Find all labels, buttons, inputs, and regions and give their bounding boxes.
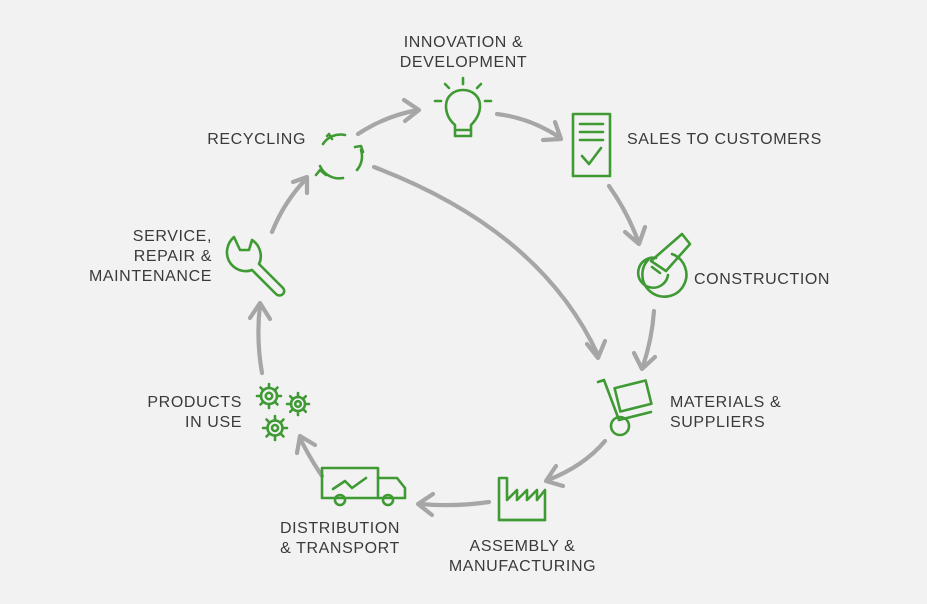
label-sales: SALES TO CUSTOMERS xyxy=(627,130,822,150)
label-materials-line2: SUPPLIERS xyxy=(670,414,766,431)
label-service-line2: REPAIR & xyxy=(133,248,212,265)
cycle-arrows xyxy=(247,97,658,518)
lightbulb-icon xyxy=(433,76,493,138)
pie-chart-pencil-icon xyxy=(636,232,692,298)
label-service-line3: MAINTENANCE xyxy=(88,268,212,285)
label-products-line1: PRODUCTS xyxy=(147,394,242,411)
factory-icon xyxy=(497,476,547,522)
arrow-assembly-to-distribution xyxy=(415,491,492,518)
hand-truck-icon xyxy=(596,378,653,437)
label-distribution-line2: & TRANSPORT xyxy=(280,540,400,557)
label-products: PRODUCTS IN USE xyxy=(120,393,242,433)
label-construction: CONSTRUCTION xyxy=(694,270,830,290)
gears-icon xyxy=(255,382,311,442)
label-construction-line1: CONSTRUCTION xyxy=(694,271,831,288)
label-recycling: RECYCLING xyxy=(180,130,306,150)
arrow-recycling-to-materials xyxy=(371,164,608,361)
label-materials: MATERIALS & SUPPLIERS xyxy=(670,393,781,433)
label-service-line1: SERVICE, xyxy=(132,228,212,245)
label-products-line2: IN USE xyxy=(185,414,242,431)
arrow-materials-to-assembly xyxy=(543,438,608,489)
label-sales-line1: SALES TO CUSTOMERS xyxy=(627,131,822,148)
arrow-construction-to-materials xyxy=(631,308,658,372)
arrow-sales-to-construction xyxy=(606,183,648,247)
arrow-distribution-to-products xyxy=(294,433,325,479)
label-assembly: ASSEMBLY & MANUFACTURING xyxy=(440,537,605,577)
label-distribution: DISTRIBUTION & TRANSPORT xyxy=(270,519,410,559)
label-assembly-line1: ASSEMBLY & xyxy=(469,538,576,555)
label-innovation-line1: INNOVATION & xyxy=(403,34,524,51)
label-assembly-line2: MANUFACTURING xyxy=(448,558,597,575)
arrow-recycling-to-innovation xyxy=(355,97,422,137)
wrench-icon xyxy=(225,235,286,297)
arrow-products-to-service xyxy=(247,300,273,376)
delivery-truck-icon xyxy=(320,466,407,507)
label-recycling-line1: RECYCLING xyxy=(207,131,306,148)
label-materials-line1: MATERIALS & xyxy=(670,394,782,411)
arrow-innovation-to-sales xyxy=(494,111,564,143)
label-service: SERVICE, REPAIR & MAINTENANCE xyxy=(70,227,212,287)
recycle-arrows-icon xyxy=(314,132,365,180)
label-innovation-line2: DEVELOPMENT xyxy=(399,54,528,71)
checklist-document-icon xyxy=(571,112,612,178)
label-distribution-line1: DISTRIBUTION xyxy=(279,520,401,537)
label-innovation: INNOVATION & DEVELOPMENT xyxy=(386,33,541,73)
arrow-service-to-recycling xyxy=(269,174,310,235)
